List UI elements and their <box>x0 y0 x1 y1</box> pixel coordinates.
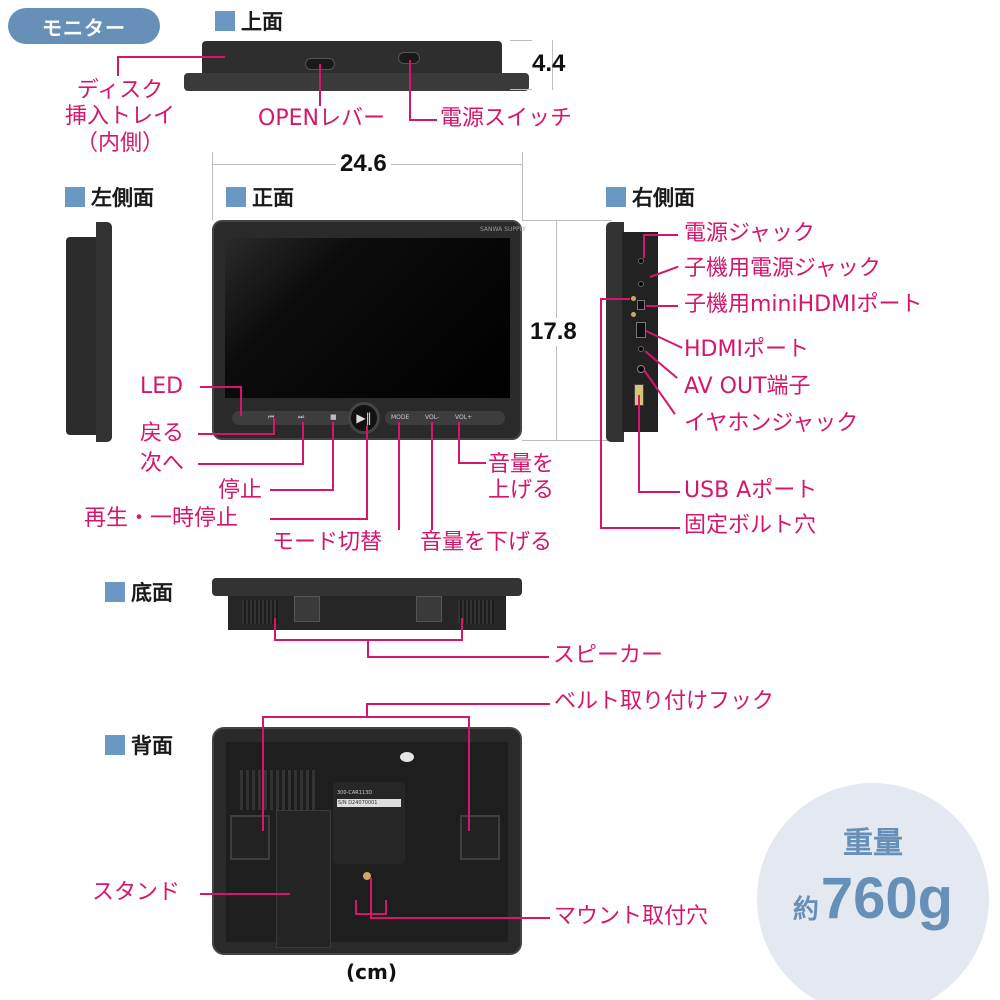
brand-logo: SANWA SUPPLY <box>480 226 526 233</box>
sub-power-jack-icon <box>638 281 644 287</box>
label-back: 戻る <box>140 421 185 446</box>
belt-hook-left <box>230 815 270 860</box>
label-bolt-hole: 固定ボルト穴 <box>684 513 817 538</box>
heading-square-icon <box>65 187 85 207</box>
height-dimension: 17.8 <box>530 318 577 346</box>
depth-dimension: 4.4 <box>532 50 566 77</box>
speaker-grille-right <box>458 600 494 624</box>
section-heading-back: 背面 <box>105 730 173 760</box>
section-heading-left-side: 左側面 <box>65 182 154 212</box>
mode-button[interactable]: MODE <box>391 414 410 421</box>
play-pause-button[interactable]: ▶‖ <box>348 402 380 434</box>
label-vol-down: 音量を下げる <box>420 530 553 555</box>
section-heading-bottom: 底面 <box>105 577 173 607</box>
label-power-switch: 電源スイッチ <box>440 106 573 131</box>
next-icon[interactable]: ⏭ <box>298 413 305 421</box>
section-heading-top: 上面 <box>215 6 283 36</box>
weight-badge: 重量 約760g <box>757 783 989 1000</box>
prev-icon[interactable]: ⏮ <box>268 413 275 421</box>
label-open-lever: OPENレバー <box>258 106 385 131</box>
vent-grille <box>240 770 316 810</box>
label-led: LED <box>140 374 184 399</box>
heading-square-icon <box>105 582 125 602</box>
label-sub-power-jack: 子機用電源ジャック <box>684 256 881 281</box>
unit-label: (cm) <box>346 960 397 984</box>
heading-square-icon <box>606 187 626 207</box>
hinge-left <box>294 596 320 622</box>
heading-square-icon <box>105 735 125 755</box>
weight-value: 約760g <box>792 866 954 931</box>
label-power-jack: 電源ジャック <box>684 221 815 246</box>
back-label-circle <box>400 752 414 762</box>
label-hdmi: HDMIポート <box>684 337 809 362</box>
label-stop: 停止 <box>218 478 263 503</box>
label-mount-hole: マウント取付穴 <box>554 904 709 929</box>
power-jack-icon <box>638 258 644 264</box>
av-out-icon <box>638 346 644 352</box>
earphone-jack-icon <box>637 365 645 373</box>
vol-minus-button[interactable]: VOL- <box>425 414 440 421</box>
label-speaker: スピーカー <box>553 643 664 668</box>
label-disc-tray: ディスク 挿入トレイ （内側） <box>64 78 175 156</box>
width-dimension: 24.6 <box>336 150 391 178</box>
category-pill: モニター <box>8 8 160 44</box>
stand[interactable] <box>276 810 331 948</box>
label-earphone: イヤホンジャック <box>684 411 859 436</box>
vol-plus-button[interactable]: VOL+ <box>455 414 473 421</box>
label-belt-hook: ベルト取り付けフック <box>554 689 775 714</box>
stop-icon[interactable]: ■ <box>330 413 337 421</box>
label-play-pause: 再生・一時停止 <box>84 506 239 531</box>
speaker-grille-left <box>242 600 278 624</box>
weight-label: 重量 <box>843 826 903 861</box>
hdmi-port-icon <box>636 322 646 338</box>
heading-square-icon <box>226 187 246 207</box>
label-sub-mini-hdmi: 子機用miniHDMIポート <box>684 292 923 317</box>
label-usb-a: USB Aポート <box>684 478 818 503</box>
mount-hole-icon <box>363 872 371 880</box>
label-next: 次へ <box>140 451 185 476</box>
label-stand: スタンド <box>92 880 181 905</box>
hinge-right <box>416 596 442 622</box>
label-vol-up: 音量を 上げる <box>488 452 555 504</box>
belt-hook-right <box>460 815 500 860</box>
heading-square-icon <box>215 11 235 31</box>
label-av-out: AV OUT端子 <box>684 374 811 399</box>
bolt-hole-icon <box>631 312 636 317</box>
label-mode-switch: モード切替 <box>272 530 383 555</box>
mini-hdmi-port-icon <box>637 300 645 310</box>
back-sticker-panel: 300-CAR113D S/N D24070001 <box>333 782 405 864</box>
section-heading-right-side: 右側面 <box>606 182 695 212</box>
section-heading-front: 正面 <box>226 182 294 212</box>
bolt-hole-icon <box>631 296 636 301</box>
